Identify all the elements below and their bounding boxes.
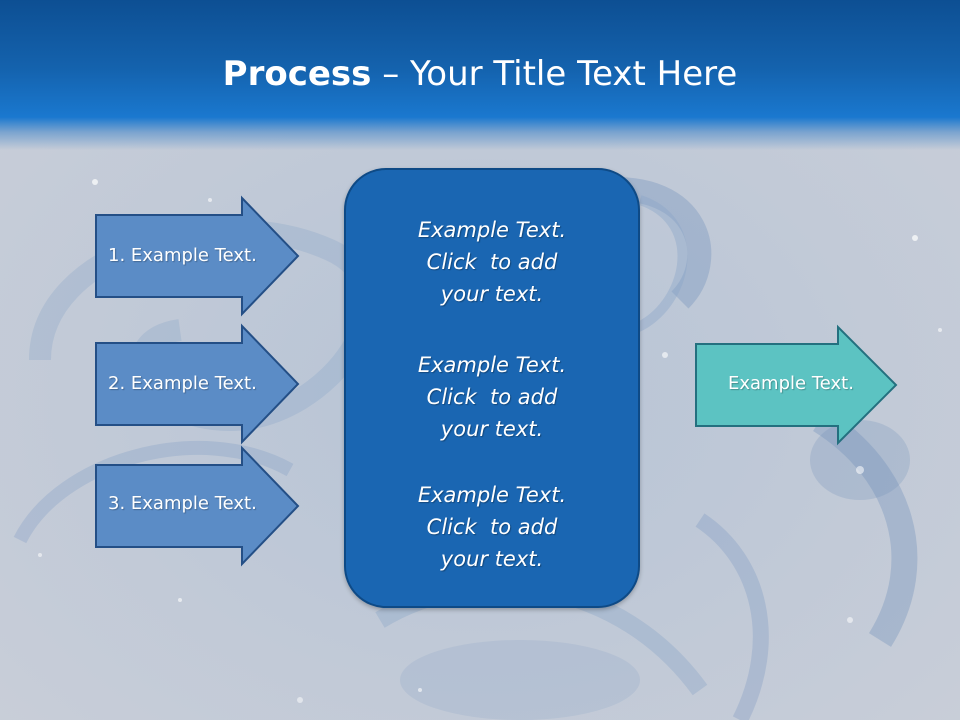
right-arrow[interactable]: Example Text. bbox=[695, 324, 898, 446]
left-arrow-3-label: 3. Example Text. bbox=[108, 493, 257, 514]
center-box[interactable]: Example Text. Click to add your text. Ex… bbox=[344, 168, 640, 608]
center-text-line: your text. bbox=[440, 417, 544, 441]
center-text-line: your text. bbox=[440, 282, 544, 306]
center-text-line: Click to add bbox=[426, 250, 558, 274]
center-text-block-3: Example Text. Click to add your text. bbox=[346, 479, 638, 575]
left-arrow-3[interactable]: 3. Example Text. bbox=[95, 445, 300, 567]
left-arrow-1-shape bbox=[95, 195, 300, 317]
center-text-block-1: Example Text. Click to add your text. bbox=[346, 214, 638, 310]
center-text-line: your text. bbox=[440, 547, 544, 571]
left-arrow-2-shape bbox=[95, 323, 300, 445]
left-arrow-1-label: 1. Example Text. bbox=[108, 245, 257, 266]
left-arrow-3-shape bbox=[95, 445, 300, 567]
left-arrow-2[interactable]: 2. Example Text. bbox=[95, 323, 300, 445]
right-arrow-shape bbox=[695, 324, 898, 446]
left-arrow-1[interactable]: 1. Example Text. bbox=[95, 195, 300, 317]
slide-title: Process – Your Title Text Here bbox=[0, 52, 960, 96]
center-text-line: Example Text. bbox=[417, 218, 567, 242]
center-text-line: Example Text. bbox=[417, 483, 567, 507]
center-text-line: Click to add bbox=[426, 385, 558, 409]
title-separator: – bbox=[371, 54, 411, 94]
title-rest: Your Title Text Here bbox=[410, 54, 738, 94]
center-text-line: Click to add bbox=[426, 515, 558, 539]
title-bold: Process bbox=[222, 54, 372, 94]
right-arrow-label: Example Text. bbox=[728, 373, 854, 394]
center-text-line: Example Text. bbox=[417, 353, 567, 377]
title-bar bbox=[0, 0, 960, 150]
center-text-block-2: Example Text. Click to add your text. bbox=[346, 349, 638, 445]
left-arrow-2-label: 2. Example Text. bbox=[108, 373, 257, 394]
